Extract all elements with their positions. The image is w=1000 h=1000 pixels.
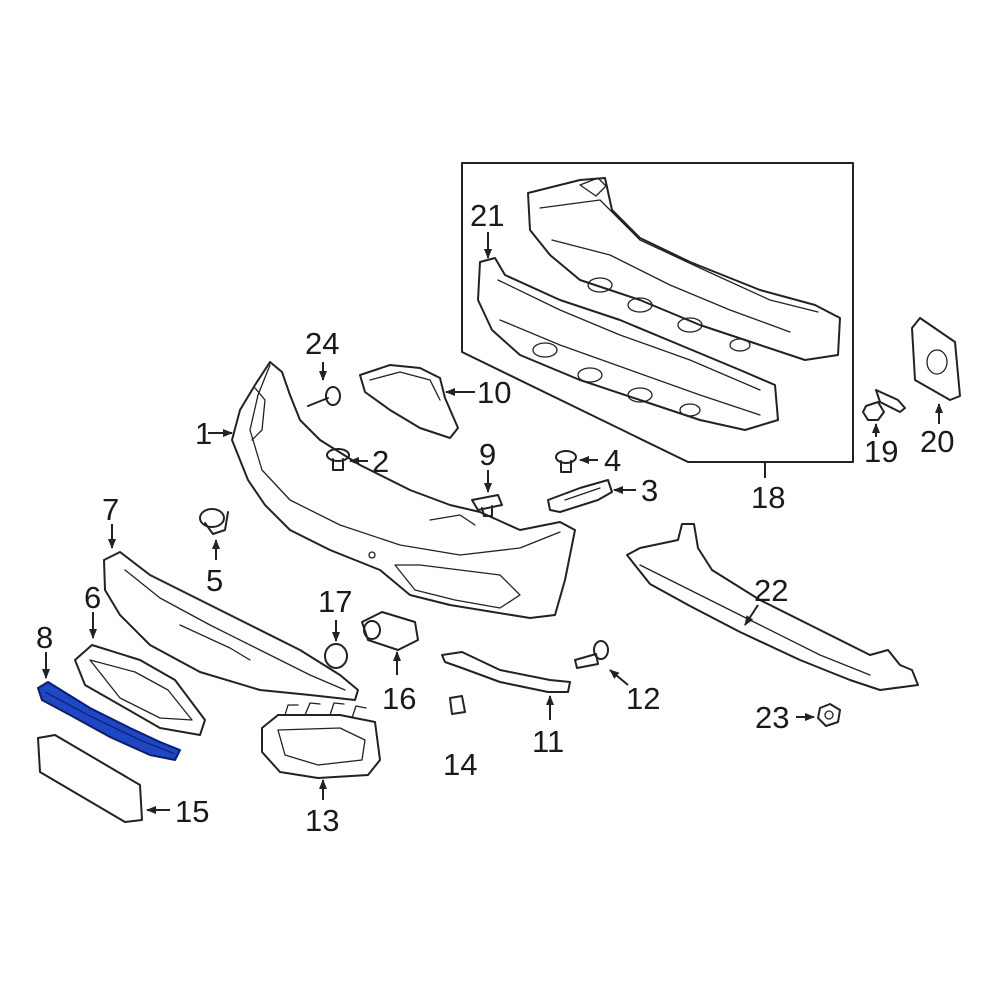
part-10-bracket[interactable] <box>359 364 475 439</box>
part-7-lower-grille[interactable] <box>103 524 359 701</box>
part-20-plate[interactable] <box>911 317 961 424</box>
part-3-bracket[interactable] <box>547 479 636 513</box>
callout-15: 15 <box>175 794 209 829</box>
callout-11: 11 <box>532 724 564 759</box>
part-16-sensor[interactable] <box>361 611 419 675</box>
callout-3: 3 <box>641 473 658 508</box>
callout-8: 8 <box>36 620 53 655</box>
callout-19: 19 <box>864 434 898 469</box>
callout-21: 21 <box>470 198 504 233</box>
callout-1: 1 <box>195 416 212 451</box>
callout-14: 14 <box>443 747 477 782</box>
part-23-nut[interactable] <box>796 703 841 727</box>
part-13-lamp-bezel[interactable] <box>261 702 381 800</box>
callout-12: 12 <box>626 681 660 716</box>
part-17-cap[interactable] <box>324 620 348 669</box>
part-15-plate-bracket[interactable] <box>37 734 170 823</box>
callout-labels: 1 2 3 4 5 6 7 8 9 10 11 12 13 14 15 16 1… <box>36 198 954 838</box>
callout-9: 9 <box>479 437 496 472</box>
callout-17: 17 <box>318 584 352 619</box>
callout-5: 5 <box>206 563 223 598</box>
callout-7: 7 <box>102 492 119 527</box>
callout-18: 18 <box>751 480 785 515</box>
part-19-bolt[interactable] <box>862 389 906 437</box>
callout-13: 13 <box>305 803 339 838</box>
leader-lines <box>208 232 492 437</box>
callout-2: 2 <box>372 444 389 479</box>
callout-24: 24 <box>305 326 339 361</box>
callout-23: 23 <box>755 700 789 735</box>
part-21-upper-absorber[interactable] <box>527 177 841 361</box>
part-18-lower-absorber[interactable] <box>477 257 779 431</box>
part-22-impact-beam[interactable] <box>626 523 919 691</box>
callout-20: 20 <box>920 424 954 459</box>
callout-10: 10 <box>477 375 511 410</box>
part-8-molding-highlighted[interactable] <box>37 652 181 761</box>
callout-4: 4 <box>604 443 621 478</box>
reinforcement-group-frame <box>461 162 854 478</box>
part-1-bumper-cover[interactable] <box>231 361 576 619</box>
part-5-clip[interactable] <box>199 508 229 560</box>
callout-6: 6 <box>84 580 101 615</box>
part-14-spacer[interactable] <box>449 695 466 715</box>
part-4-clip[interactable] <box>555 450 598 473</box>
part-12-bolt[interactable] <box>574 640 629 686</box>
callout-16: 16 <box>382 681 416 716</box>
part-9-nut-clip[interactable] <box>471 470 503 517</box>
part-24-screw[interactable] <box>307 362 341 407</box>
callout-22: 22 <box>754 573 788 608</box>
part-2-clip[interactable] <box>326 448 368 471</box>
part-11-bracket-strip[interactable] <box>441 651 571 720</box>
part-6-grille[interactable] <box>74 612 206 736</box>
